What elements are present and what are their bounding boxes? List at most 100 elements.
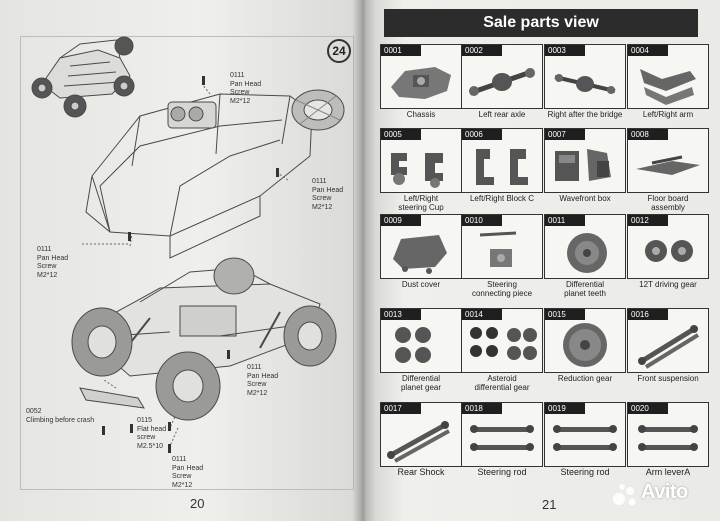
parts-header-bar — [384, 9, 698, 37]
part-card-0008: 0008 — [627, 128, 709, 193]
part-card-0002: 0002 — [461, 44, 543, 109]
part-name: Reduction gear — [557, 374, 613, 383]
part-name: Right after the bridge — [547, 110, 623, 119]
page-number-left: 20 — [190, 496, 205, 511]
part-card-0011: 0011 — [544, 214, 626, 279]
part-name: Left/Right arm — [642, 110, 694, 119]
avito-watermark — [613, 484, 636, 506]
callout-screw-top: 0111 Pan Head Screw M2*12 — [230, 72, 262, 105]
block-c-icon — [476, 149, 528, 185]
part-number-badge: 0003 — [545, 45, 585, 56]
front-right-wheel — [283, 305, 337, 367]
part-number-badge: 0008 — [628, 129, 668, 140]
part-name: 12T driving gear — [639, 280, 697, 289]
part-name: Steering rod — [477, 467, 527, 477]
part-number-badge: 0017 — [381, 403, 421, 414]
part-card-0015: 0015 — [544, 308, 626, 373]
dust-cover-icon — [393, 235, 447, 274]
gearbox-icon — [555, 149, 611, 181]
part-card-0017: 0017 — [380, 402, 462, 467]
step-number-badge: 24 — [327, 39, 351, 63]
part-name: Front suspension — [637, 374, 699, 383]
part-name: Rear Shock — [397, 467, 445, 477]
part-number-badge: 0007 — [545, 129, 585, 140]
reference-buggy — [31, 36, 135, 118]
part-card-0005: 0005 — [380, 128, 462, 193]
avito-dots-icon — [613, 484, 636, 506]
chassis-assembly — [79, 267, 321, 377]
rear-right-wheel — [213, 257, 255, 295]
front-left-wheel — [71, 307, 133, 377]
part-number-badge: 0011 — [545, 215, 585, 226]
part-name: Steering rod — [560, 467, 610, 477]
part-number-badge: 0001 — [381, 45, 421, 56]
callout-screw-bottom: 0111 Pan Head Screw M2*12 — [172, 456, 204, 489]
part-number-badge: 0009 — [381, 215, 421, 226]
part-number-badge: 0015 — [545, 309, 585, 320]
part-number-badge: 0012 — [628, 215, 668, 226]
assembly-page: 24 0111 Pan Head Screw M2*12 0111 Pan He… — [0, 0, 362, 521]
part-card-0020: 0020 — [627, 402, 709, 467]
part-number-badge: 0014 — [462, 309, 502, 320]
bevel-gear-icon — [567, 233, 607, 273]
driving-gear-icon — [645, 240, 693, 262]
assembly-drawing — [31, 36, 345, 453]
avito-brand-text: Avito — [641, 481, 688, 503]
part-card-0006: 0006 — [461, 128, 543, 193]
book-gutter — [352, 0, 376, 521]
part-card-0007: 0007 — [544, 128, 626, 193]
part-card-0018: 0018 — [461, 402, 543, 467]
rear-axle-icon — [469, 68, 535, 96]
suspension-arm-icon — [640, 69, 696, 105]
part-name: Chassis — [406, 110, 436, 119]
part-number-badge: 0010 — [462, 215, 502, 226]
part-card-0010: 0010 — [461, 214, 543, 279]
part-number-badge: 0005 — [381, 129, 421, 140]
screws — [102, 76, 279, 453]
part-name: Dust cover — [401, 280, 441, 289]
part-card-0003: 0003 — [544, 44, 626, 109]
part-card-0016: 0016 — [627, 308, 709, 373]
assembly-frame — [20, 36, 354, 490]
bridge-axle-icon — [554, 74, 616, 94]
part-number-badge: 0004 — [628, 45, 668, 56]
part-card-0001: 0001 — [380, 44, 462, 109]
part-number-badge: 0016 — [628, 309, 668, 320]
part-name: Wavefront box — [559, 194, 611, 203]
part-name: Asteroid differential gear — [474, 374, 530, 392]
part-number-badge: 0002 — [462, 45, 502, 56]
callout-screw-left: 0111 Pan Head Screw M2*12 — [37, 246, 69, 279]
part-number-badge: 0020 — [628, 403, 668, 414]
roll-cage — [85, 93, 313, 259]
part-name: Left/Right Block C — [469, 194, 535, 203]
washer-gear-icon — [470, 327, 537, 360]
part-card-0014: 0014 — [461, 308, 543, 373]
part-name: Differential planet gear — [400, 374, 442, 392]
rear-shock-icon — [387, 421, 450, 463]
callout-screw-right: 0111 Pan Head Screw M2*12 — [312, 178, 344, 211]
climbing-plate — [79, 387, 145, 409]
part-name: Arm leverA — [645, 467, 691, 477]
part-name: Differential planet teeth — [564, 280, 606, 298]
floor-board-icon — [636, 155, 700, 175]
part-number-badge: 0019 — [545, 403, 585, 414]
part-name: Steering connecting piece — [471, 280, 533, 298]
part-number-badge: 0006 — [462, 129, 502, 140]
page-number-right: 21 — [542, 497, 557, 512]
chassis-icon — [391, 67, 451, 99]
part-name: Left rear axle — [478, 110, 526, 119]
front-shock-icon — [638, 325, 700, 369]
callout-flat-head-screw: 0115 Flat head screw M2.5*10 — [137, 417, 167, 450]
part-name: Floor board assembly — [647, 194, 689, 212]
spur-gear-icon — [563, 323, 607, 367]
part-card-0012: 0012 — [627, 214, 709, 279]
part-card-0013: 0013 — [380, 308, 462, 373]
spare-tire — [291, 89, 345, 131]
part-card-0009: 0009 — [380, 214, 462, 279]
parts-header-title: Sale parts view — [483, 14, 599, 31]
part-name: Left/Right steering Cup — [398, 194, 444, 212]
rear-left-wheel — [155, 351, 221, 421]
callout-screw-bottom-right: 0111 Pan Head Screw M2*12 — [247, 364, 279, 397]
arm-lever-icon — [638, 425, 698, 451]
